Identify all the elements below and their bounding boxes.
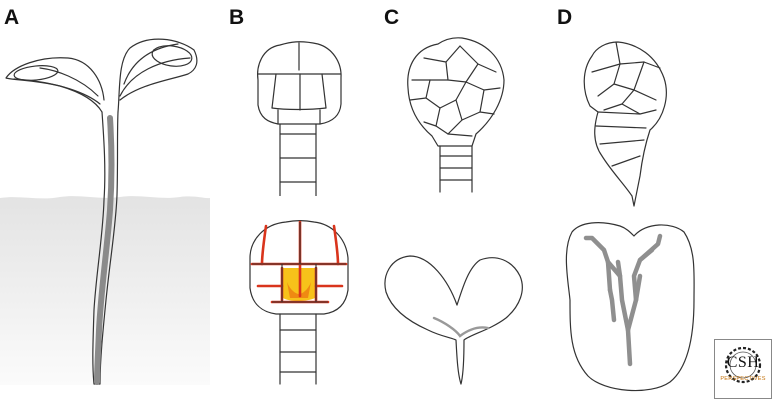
panel-label-a: A xyxy=(4,6,19,29)
embryo-b-early xyxy=(257,41,342,196)
panel-label-d: D xyxy=(557,6,572,29)
csh-perspectives-logo: CSH PERSPECTIVES xyxy=(714,339,772,399)
vascular-strand xyxy=(94,115,115,385)
logo-subtitle: PERSPECTIVES xyxy=(720,376,766,382)
embryo-c-heart xyxy=(384,255,523,385)
embryo-d-late xyxy=(565,222,695,392)
right-cotyledon xyxy=(117,38,198,113)
embryo-b-colored xyxy=(249,219,349,385)
panel-label-b: B xyxy=(229,6,244,29)
dna-ring-icon xyxy=(724,346,762,384)
logo-title: CSH xyxy=(726,354,760,371)
embryo-d-early xyxy=(583,41,667,207)
embryo-c-early xyxy=(407,37,505,193)
panel-label-c: C xyxy=(384,6,399,29)
seedling-illustration xyxy=(0,38,210,385)
